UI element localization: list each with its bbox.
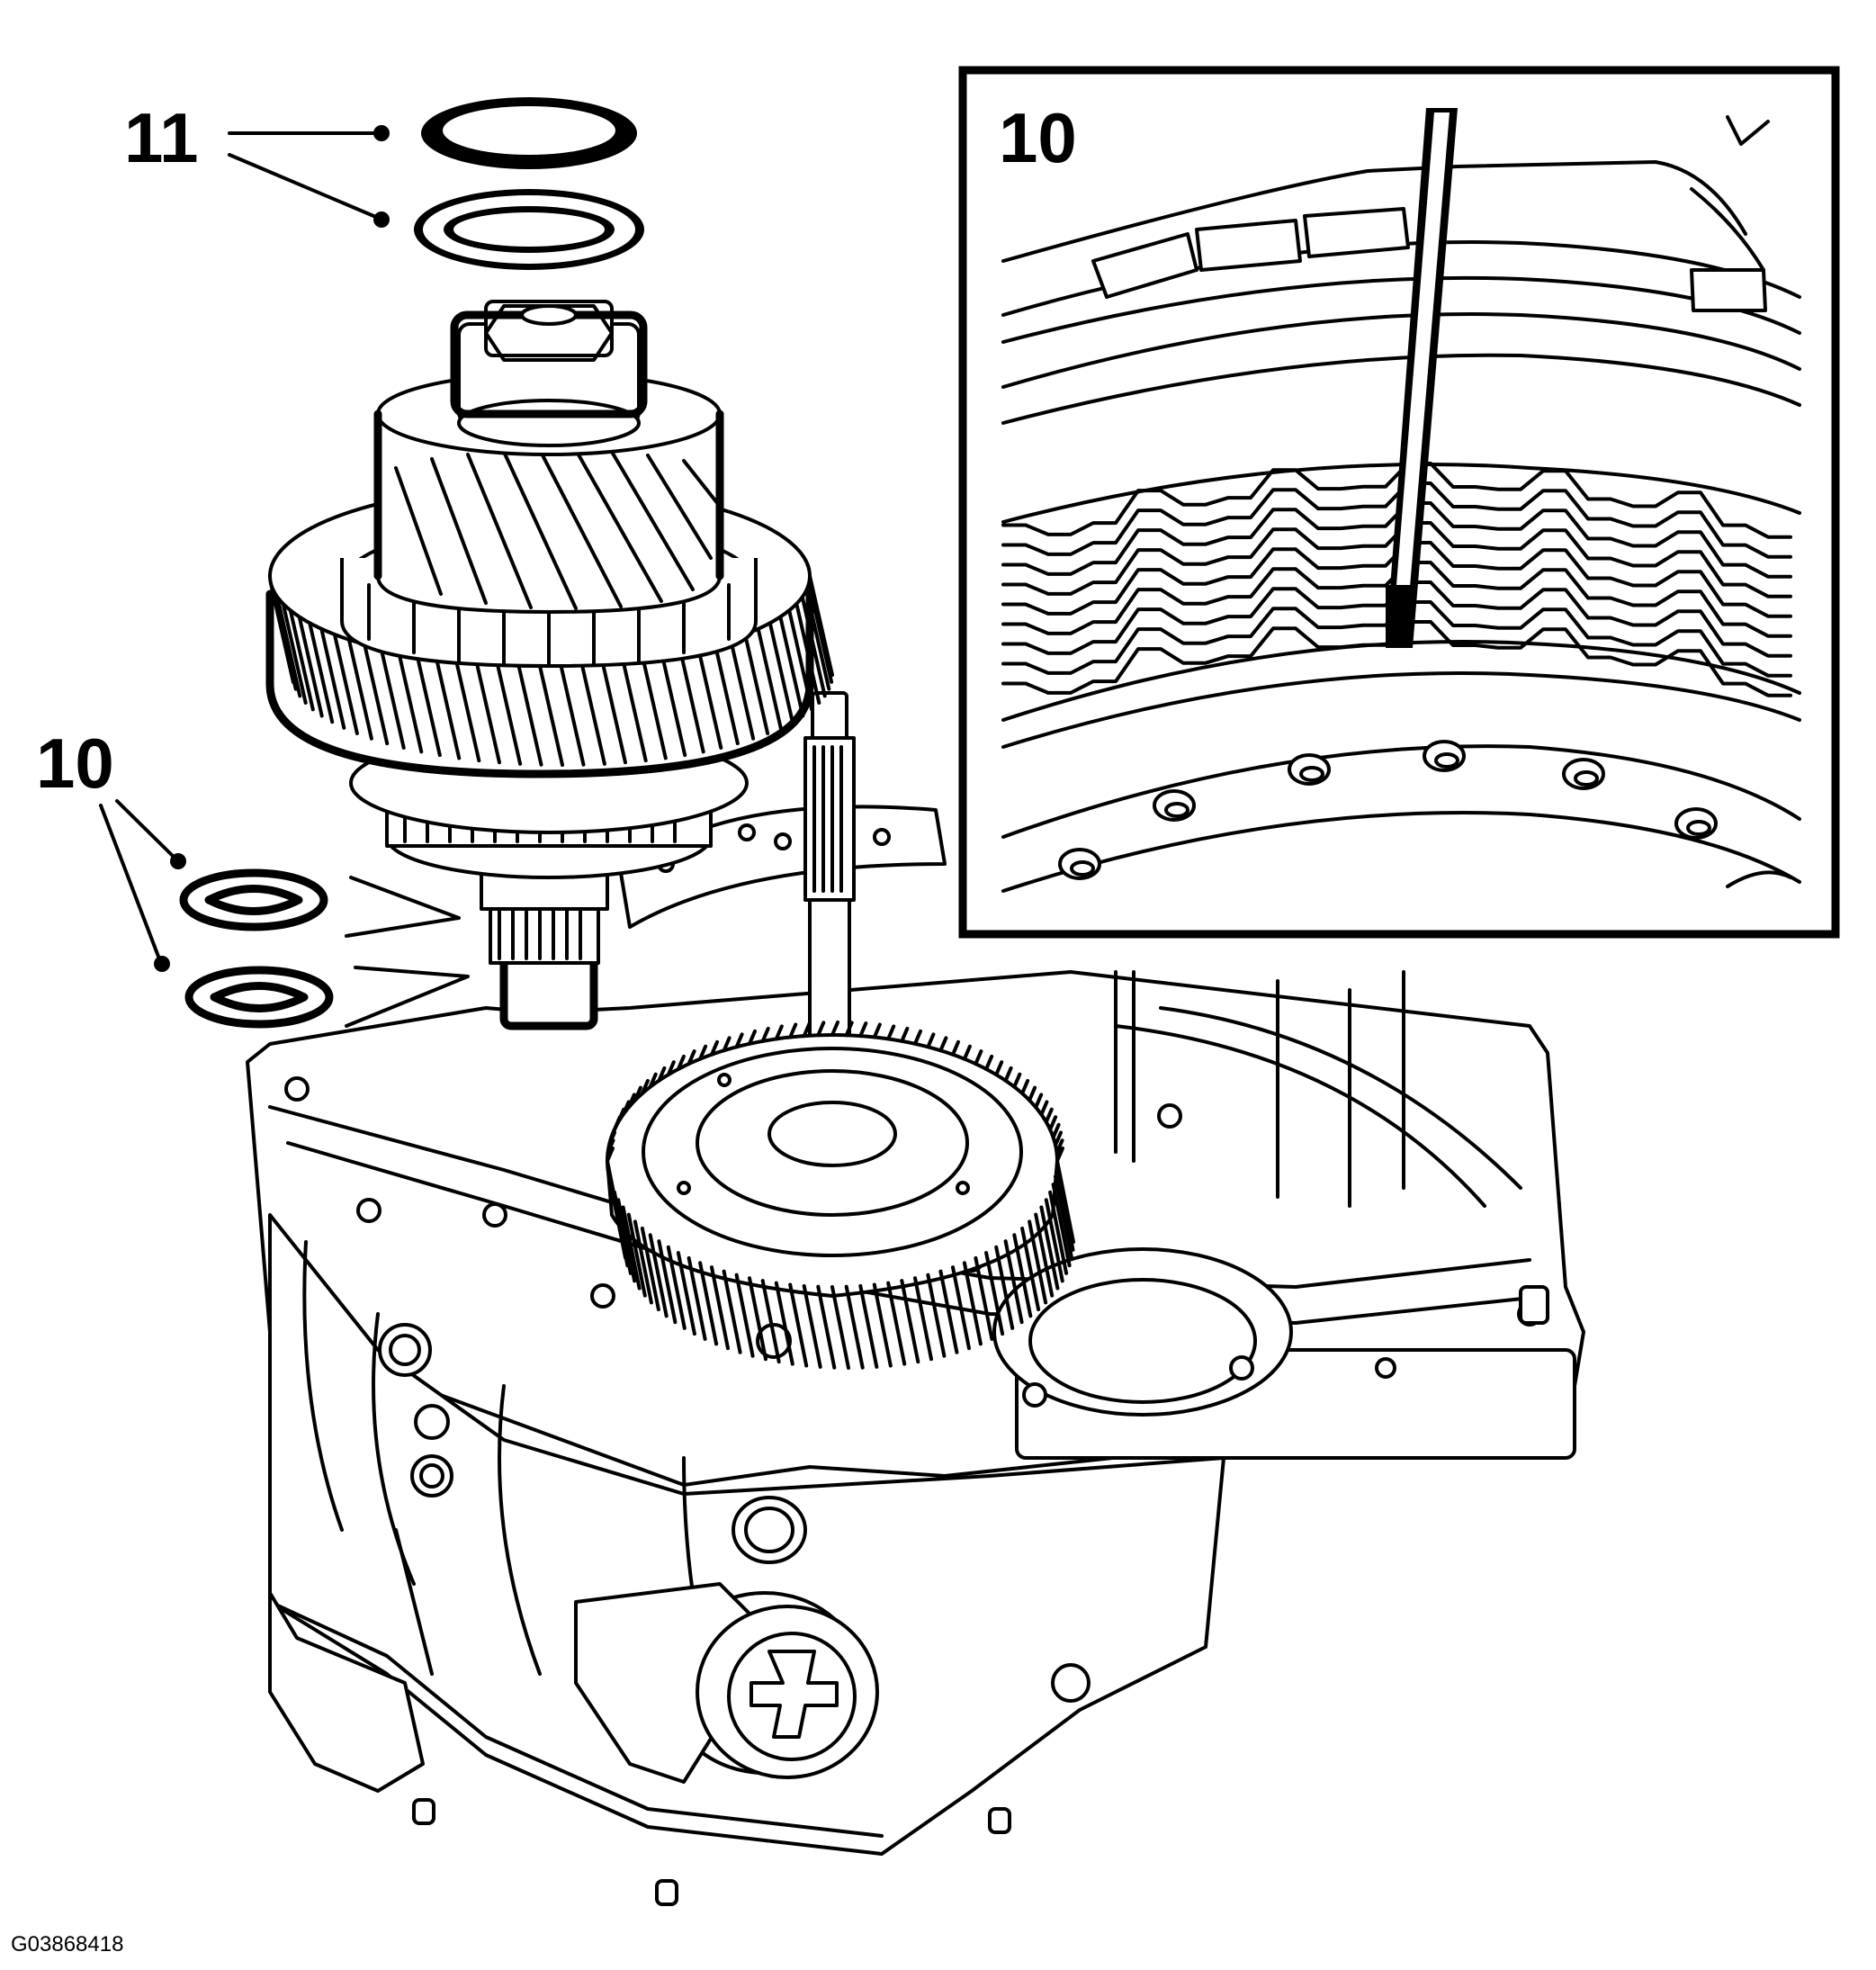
leader-lines xyxy=(99,125,390,972)
figure-code: G03868418 xyxy=(11,1932,123,1957)
clutch-plate-line xyxy=(1001,481,1792,559)
inset-detail: 10 xyxy=(958,66,1840,939)
gear-cluster xyxy=(265,300,834,1030)
clutch-plate-line xyxy=(1001,462,1792,539)
ring-gear xyxy=(606,1021,1075,1370)
seal-ring-upper xyxy=(179,868,328,931)
callout-10-inset: 10 xyxy=(999,98,1077,177)
thrust-bearing-washer xyxy=(421,97,637,169)
seal-ring-lower xyxy=(184,966,334,1029)
callout-10-left: 10 xyxy=(36,724,114,803)
callout-11: 11 xyxy=(124,98,198,177)
ring-groove-arrows xyxy=(345,876,470,1028)
thrust-washer-ring xyxy=(414,189,644,270)
main-shaft xyxy=(790,691,875,1136)
